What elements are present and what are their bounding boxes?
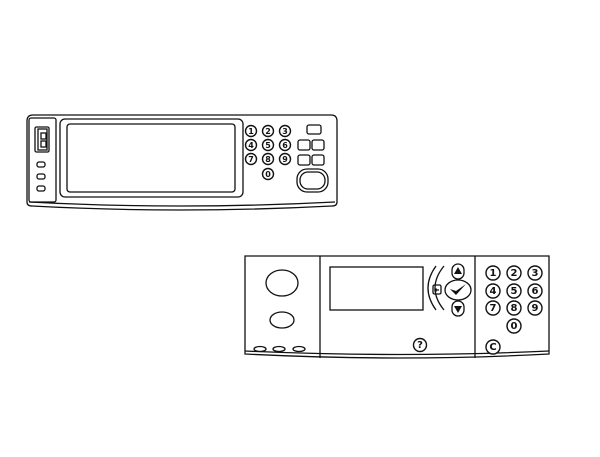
status-button-2[interactable]	[36, 173, 46, 180]
start-button[interactable]	[296, 168, 329, 193]
key-8[interactable]: 8	[506, 300, 522, 316]
key-8[interactable]: 8	[261, 152, 275, 166]
key-2[interactable]: 2	[261, 124, 275, 138]
key-label: 5	[511, 286, 518, 297]
power-switch[interactable]	[34, 126, 50, 153]
panel-b-outline	[244, 255, 550, 359]
status-button-3[interactable]	[36, 185, 46, 192]
key-1[interactable]: 1	[244, 124, 258, 138]
function-button-3[interactable]	[297, 154, 311, 166]
control-panel-b: ? 1 2 3 4 5 6 7 8 9 0 C	[244, 255, 550, 359]
key-label: 6	[282, 141, 288, 150]
down-arrow-button[interactable]	[451, 300, 465, 317]
key-label: 9	[282, 155, 288, 164]
up-arrow-button[interactable]	[451, 263, 465, 280]
key-3[interactable]: 3	[527, 265, 543, 281]
function-button-top[interactable]	[306, 124, 322, 135]
key-2[interactable]: 2	[506, 265, 522, 281]
key-7[interactable]: 7	[485, 300, 501, 316]
back-button[interactable]	[432, 284, 442, 295]
key-label: 3	[282, 127, 288, 136]
key-label: 1	[490, 268, 497, 279]
small-button[interactable]	[269, 311, 295, 329]
clear-label: C	[489, 342, 496, 353]
clear-button[interactable]: C	[485, 339, 501, 355]
key-label: 2	[265, 127, 271, 136]
key-label: 0	[265, 170, 271, 179]
panel-a-outline	[26, 114, 338, 211]
key-label: 7	[490, 303, 497, 314]
help-button[interactable]: ?	[412, 337, 428, 353]
indicator-light-1	[253, 345, 267, 353]
key-label: 8	[511, 303, 518, 314]
key-label: 0	[511, 321, 518, 332]
key-1[interactable]: 1	[485, 265, 501, 281]
function-button-2[interactable]	[311, 139, 325, 151]
key-5[interactable]: 5	[506, 283, 522, 299]
nav-arc-1	[427, 265, 437, 311]
key-7[interactable]: 7	[244, 152, 258, 166]
key-0[interactable]: 0	[261, 167, 275, 181]
checkmark-icon	[450, 284, 466, 295]
key-9[interactable]: 9	[278, 152, 292, 166]
key-label: 5	[265, 141, 271, 150]
key-3[interactable]: 3	[278, 124, 292, 138]
function-button-4[interactable]	[311, 154, 325, 166]
display-screen	[329, 266, 424, 311]
nav-arc-2	[434, 265, 445, 311]
control-panel-a: 1 2 3 4 5 6 7 8 9 0	[26, 114, 338, 211]
function-button-1[interactable]	[297, 139, 311, 151]
panel-a-left-section	[28, 117, 57, 203]
key-5[interactable]: 5	[261, 138, 275, 152]
key-label: 7	[248, 155, 254, 164]
key-label: 4	[248, 141, 254, 150]
up-arrow-icon	[454, 267, 462, 274]
key-label: 9	[532, 303, 539, 314]
status-button-1[interactable]	[36, 161, 46, 168]
key-label: 4	[490, 286, 497, 297]
key-6[interactable]: 6	[278, 138, 292, 152]
help-icon: ?	[417, 340, 423, 351]
key-4[interactable]: 4	[485, 283, 501, 299]
key-0[interactable]: 0	[506, 318, 522, 334]
panel-a-bottom-edge	[28, 201, 336, 207]
large-button[interactable]	[265, 269, 299, 297]
touchscreen-bezel	[59, 118, 244, 198]
key-label: 8	[265, 155, 271, 164]
key-6[interactable]: 6	[527, 283, 543, 299]
key-label: 2	[511, 268, 518, 279]
key-9[interactable]: 9	[527, 300, 543, 316]
start-button-inner	[299, 171, 326, 190]
indicator-light-3	[292, 345, 306, 353]
touchscreen[interactable]	[66, 123, 236, 193]
down-arrow-icon	[454, 306, 462, 313]
numeric-keypad-b: 1 2 3 4 5 6 7 8 9 0	[485, 265, 543, 334]
indicator-light-2	[272, 345, 286, 353]
key-label: 3	[532, 268, 539, 279]
key-label: 6	[532, 286, 539, 297]
panel-b-bottom-edge	[244, 350, 550, 356]
key-4[interactable]: 4	[244, 138, 258, 152]
select-checkmark-button[interactable]	[444, 279, 472, 301]
key-label: 1	[248, 127, 254, 136]
numeric-keypad-a: 1 2 3 4 5 6 7 8 9 0	[244, 124, 292, 181]
